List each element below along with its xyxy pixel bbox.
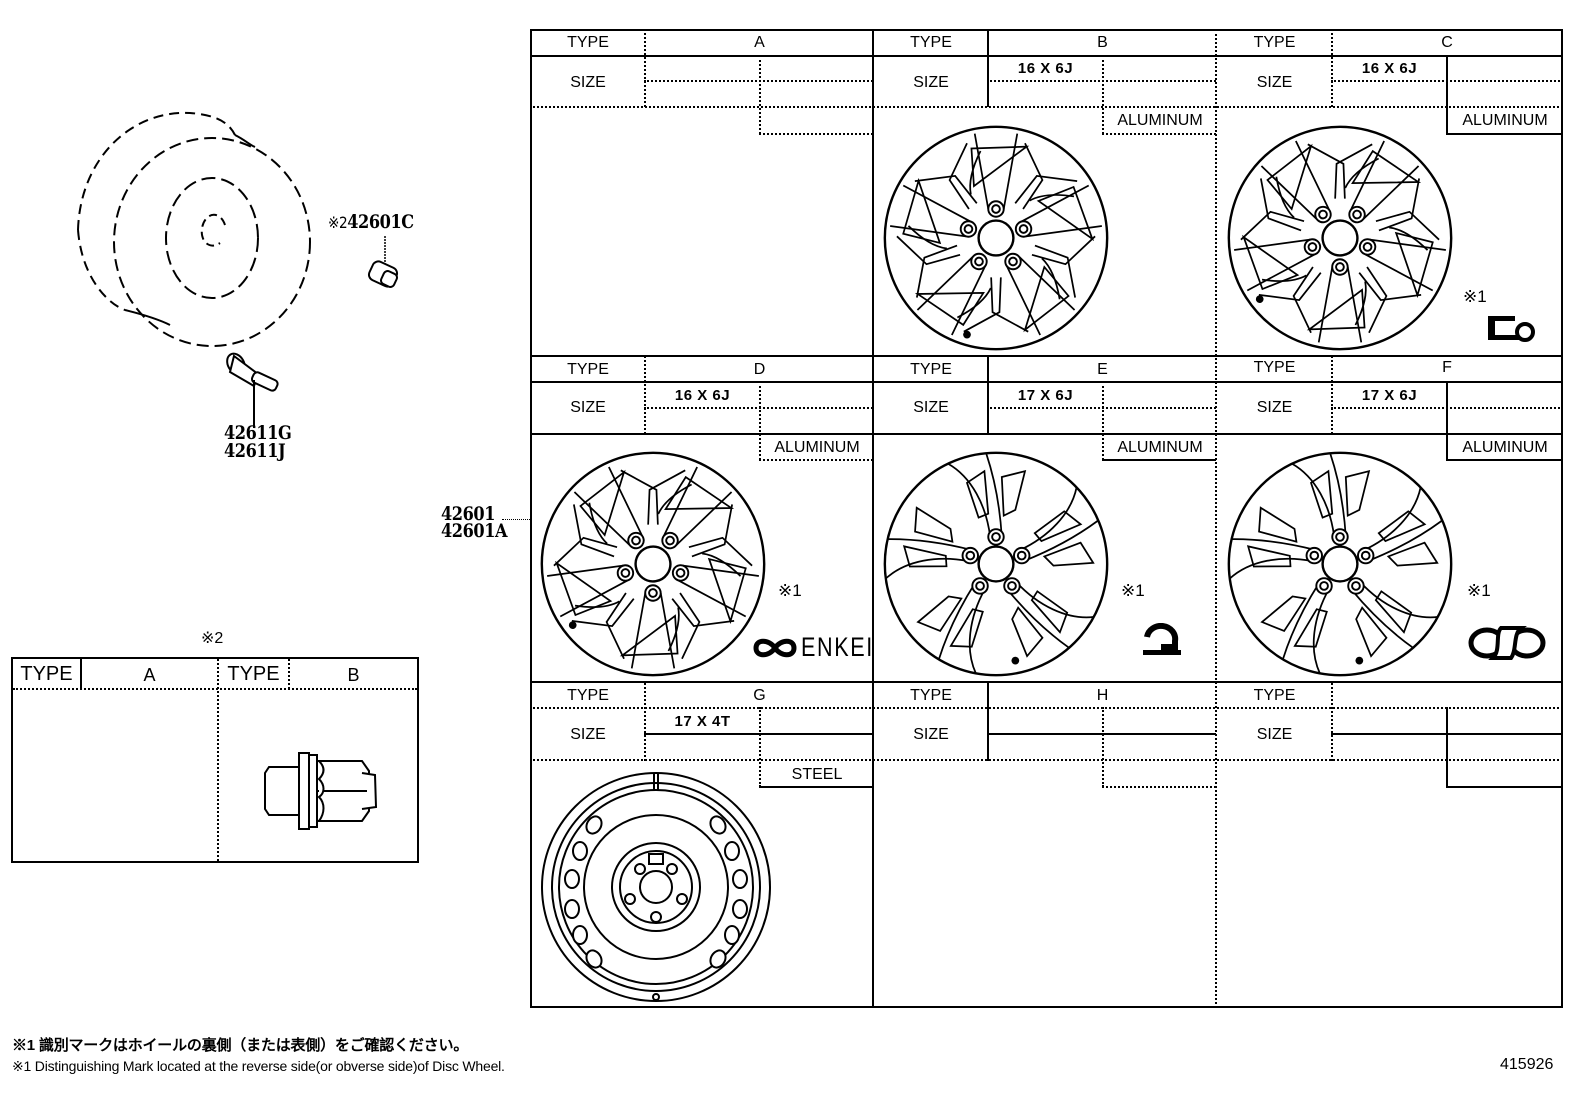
type-value-c: C [1441,34,1453,51]
mark-note-d: ※1 [778,581,802,600]
wheel-leader-line [502,519,530,520]
wheel-type-table [530,29,1563,1008]
valve-part-number-2: 42611J [224,440,286,462]
size-label-i: SIZE [1256,726,1293,743]
type-value-f: F [1442,359,1452,376]
type-label-g: TYPE [567,687,609,704]
material-f: ALUMINUM [1462,439,1548,456]
type-label-a: TYPE [567,34,609,51]
type-label-f: TYPE [1253,359,1296,376]
mark-note-e: ※1 [1121,581,1145,600]
nut-type-a-value: A [143,665,156,685]
size-label-f: SIZE [1256,399,1293,416]
material-b: ALUMINUM [1117,112,1203,129]
type-label-d: TYPE [567,361,609,378]
maker-logo-e-icon [1143,623,1181,655]
type-value-h: H [1096,687,1109,704]
valve-stem-icon [226,352,279,428]
enkei-logo-icon [753,638,797,657]
type-value-e: E [1097,361,1108,378]
hub-nut-icon [367,236,399,288]
wheel-part-number-2: 42601A [441,520,508,542]
material-e: ALUMINUM [1117,439,1203,456]
type-label-e: TYPE [910,361,952,378]
size-label-e: SIZE [913,399,949,416]
size-label-g: SIZE [570,726,606,743]
nut-table-mark: ※2 [201,630,224,647]
size-label-d: SIZE [570,399,606,416]
wheel-image-e [880,444,1112,684]
diagram-number: 415926 [1500,1056,1554,1073]
nut-type-a-label: TYPE [20,663,73,685]
footnote-japanese: ※1 識別マークはホイールの裏側（または表側）をご確認ください。 [12,1037,469,1054]
wheel-image-g [541,772,771,1002]
type-label-b: TYPE [910,34,952,51]
size-value-g: 17 X 4T [674,713,731,730]
valve-part-number-1: 42611G [224,422,292,444]
size-value-b: 16 X 6J [1017,60,1074,77]
type-label-h: TYPE [910,687,952,704]
wheel-image-d [537,444,769,684]
maker-logo-f-icon [1468,626,1546,660]
size-label-b: SIZE [913,74,949,91]
size-value-f: 17 X 6J [1361,387,1418,404]
material-d: ALUMINUM [774,439,860,456]
wheel-image-b [880,118,1112,358]
enkei-logo: ENKEI [752,632,892,663]
nut-type-b-label: TYPE [227,663,280,685]
type-value-b: B [1097,34,1108,51]
size-label-c: SIZE [1256,74,1293,91]
material-c: ALUMINUM [1462,112,1548,129]
type-value-d: D [753,361,766,378]
note-mark-2: ※2 [328,213,348,232]
maker-logo-c-icon [1488,316,1535,342]
type-label-c: TYPE [1253,34,1296,51]
wheel-image-f [1224,444,1456,684]
type-value-a: A [754,34,765,51]
material-g: STEEL [791,766,843,783]
hub-nut-part-number: ※242601C [328,211,414,233]
nut-type-b-value: B [347,665,360,685]
size-value-c: 16 X 6J [1361,60,1418,77]
lug-nut-icon [264,752,378,830]
size-label-a: SIZE [570,74,606,91]
footnote-english: ※1 Distinguishing Mark located at the re… [12,1058,505,1074]
wheel-image-c [1224,118,1456,358]
size-label-h: SIZE [913,726,949,743]
wheel-part-number-1: 42601 [441,503,496,525]
size-value-e: 17 X 6J [1017,387,1074,404]
enkei-brand-text: ENKEI [801,632,874,662]
mark-note-c: ※1 [1463,287,1487,306]
tire-wheel-assembly-dashed [77,111,311,347]
type-label-i: TYPE [1253,687,1296,704]
nut-table: TYPE A TYPE B [11,657,419,863]
size-value-d: 16 X 6J [674,387,731,404]
mark-note-f: ※1 [1467,581,1491,600]
type-value-g: G [753,687,766,704]
